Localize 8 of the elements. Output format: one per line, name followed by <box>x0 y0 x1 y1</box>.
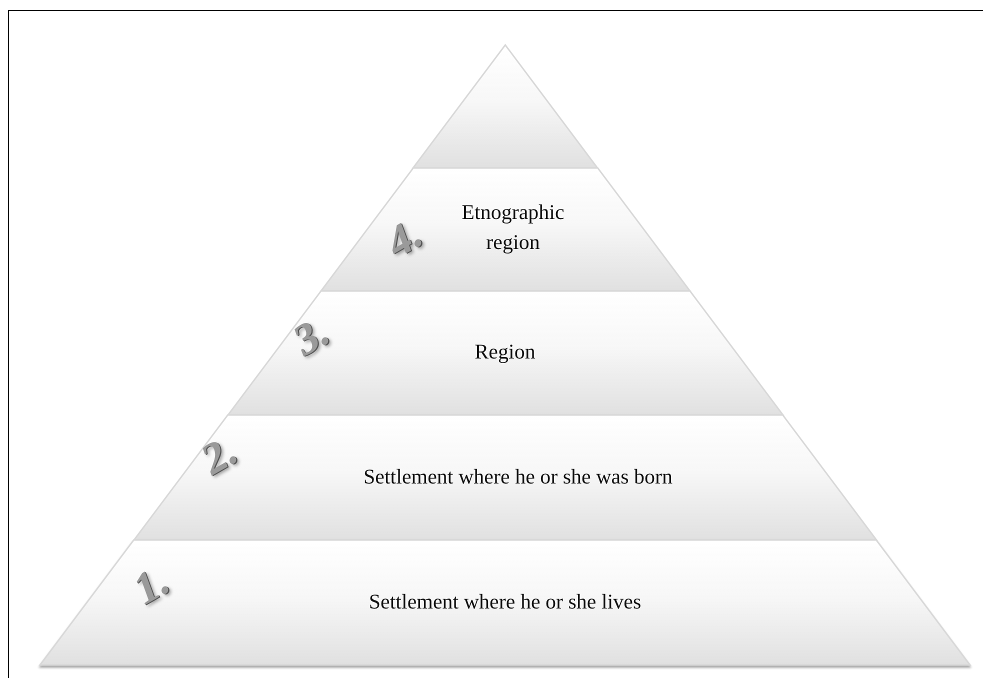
tier-number: 3. <box>289 306 334 366</box>
tier-number: 4. <box>382 208 427 268</box>
tier-number: 1. <box>130 556 174 614</box>
tier-label: Etnographic region <box>460 198 566 256</box>
tier-label: Region <box>474 338 536 366</box>
tier-label: Settlement where he or she lives <box>368 588 642 615</box>
tier-number: 2. <box>197 426 241 484</box>
tier-label: Settlement where he or she was born <box>362 463 674 490</box>
